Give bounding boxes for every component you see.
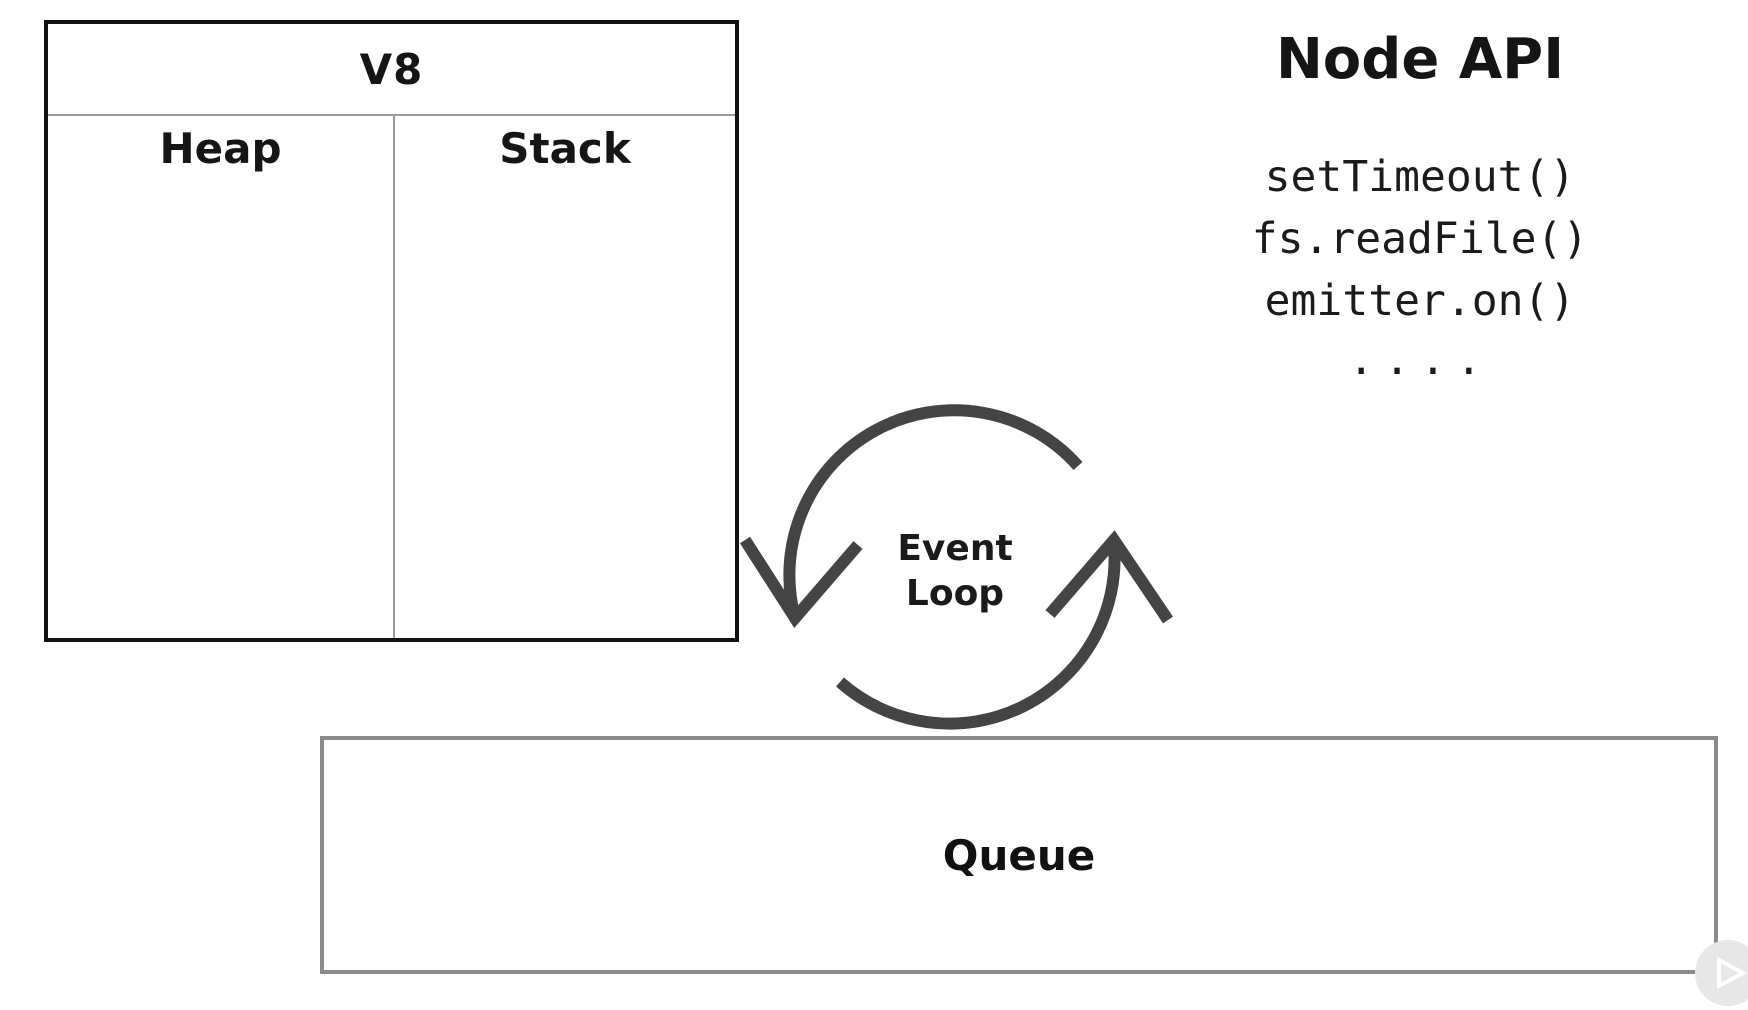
- loop-arrowhead-left: [739, 536, 863, 629]
- event-loop-line2: Loop: [905, 573, 1005, 614]
- queue-box: Queue: [320, 736, 1718, 974]
- api-ellipsis: ....: [1348, 335, 1492, 385]
- node-api-list: setTimeout() fs.readFile() emitter.on() …: [1170, 146, 1670, 385]
- heap-label: Heap: [159, 124, 282, 173]
- event-loop-line1: Event: [897, 528, 1013, 569]
- play-icon[interactable]: [1695, 940, 1748, 1006]
- api-item-emitter-on: emitter.on(): [1264, 276, 1576, 326]
- loop-arrowhead-right: [1045, 530, 1173, 624]
- heap-stack-divider: [393, 115, 395, 638]
- queue-label: Queue: [942, 830, 1096, 880]
- stack-label: Stack: [499, 124, 631, 173]
- node-api-title: Node API: [1275, 27, 1565, 92]
- v8-box: V8 Heap Stack: [44, 20, 739, 642]
- play-triangle-icon: [1717, 956, 1748, 990]
- event-loop-label: Event Loop: [855, 526, 1055, 616]
- api-item-readfile: fs.readFile(): [1251, 214, 1589, 264]
- v8-title: V8: [48, 24, 735, 116]
- node-api-panel: Node API setTimeout() fs.readFile() emit…: [1170, 22, 1670, 385]
- api-item-settimeout: setTimeout(): [1264, 152, 1576, 202]
